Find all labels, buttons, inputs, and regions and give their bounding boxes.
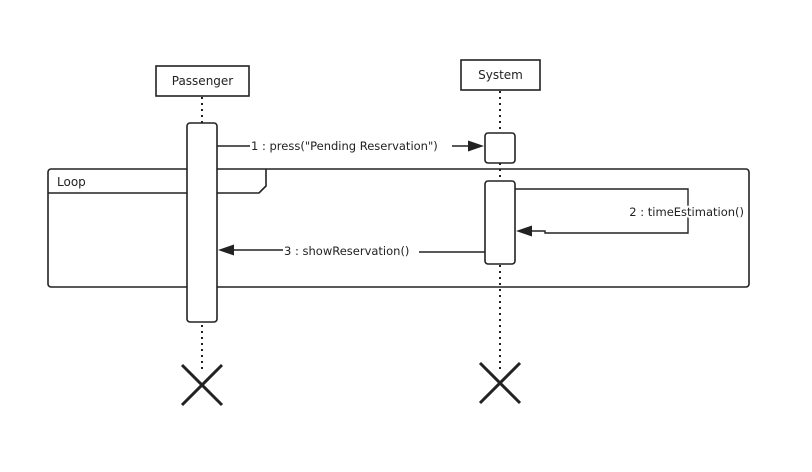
message-3-label: 3 : showReservation() bbox=[284, 244, 409, 258]
message-1-label: 1 : press("Pending Reservation") bbox=[251, 139, 438, 153]
message-3-arrowhead bbox=[218, 244, 234, 256]
participant-system-box[interactable] bbox=[460, 59, 541, 91]
participant-passenger-box[interactable] bbox=[155, 65, 250, 97]
message-2-arrowhead bbox=[516, 225, 532, 237]
activation-system-1[interactable] bbox=[484, 132, 516, 164]
participant-system-label: System bbox=[478, 68, 523, 82]
message-1[interactable]: 1 : press("Pending Reservation") bbox=[217, 139, 484, 153]
message-2[interactable]: 2 : timeEstimation() bbox=[515, 188, 746, 237]
message-1-arrowhead bbox=[468, 140, 484, 152]
message-3[interactable]: 3 : showReservation() bbox=[218, 244, 485, 258]
loop-frame bbox=[47, 168, 750, 288]
loop-label: Loop bbox=[57, 175, 86, 189]
participant-system[interactable]: System bbox=[460, 59, 541, 91]
loop-label-tab bbox=[48, 169, 267, 194]
message-2-label: 2 : timeEstimation() bbox=[629, 205, 744, 219]
destroy-passenger-icon bbox=[180, 363, 224, 407]
message-2-line bbox=[515, 188, 689, 234]
activation-system-2[interactable] bbox=[484, 180, 516, 265]
loop-fragment: Loop bbox=[47, 168, 750, 288]
participant-passenger-label: Passenger bbox=[172, 74, 234, 88]
participant-passenger[interactable]: Passenger bbox=[155, 65, 250, 97]
activation-passenger[interactable] bbox=[186, 122, 218, 323]
destroy-system-icon bbox=[478, 361, 522, 405]
